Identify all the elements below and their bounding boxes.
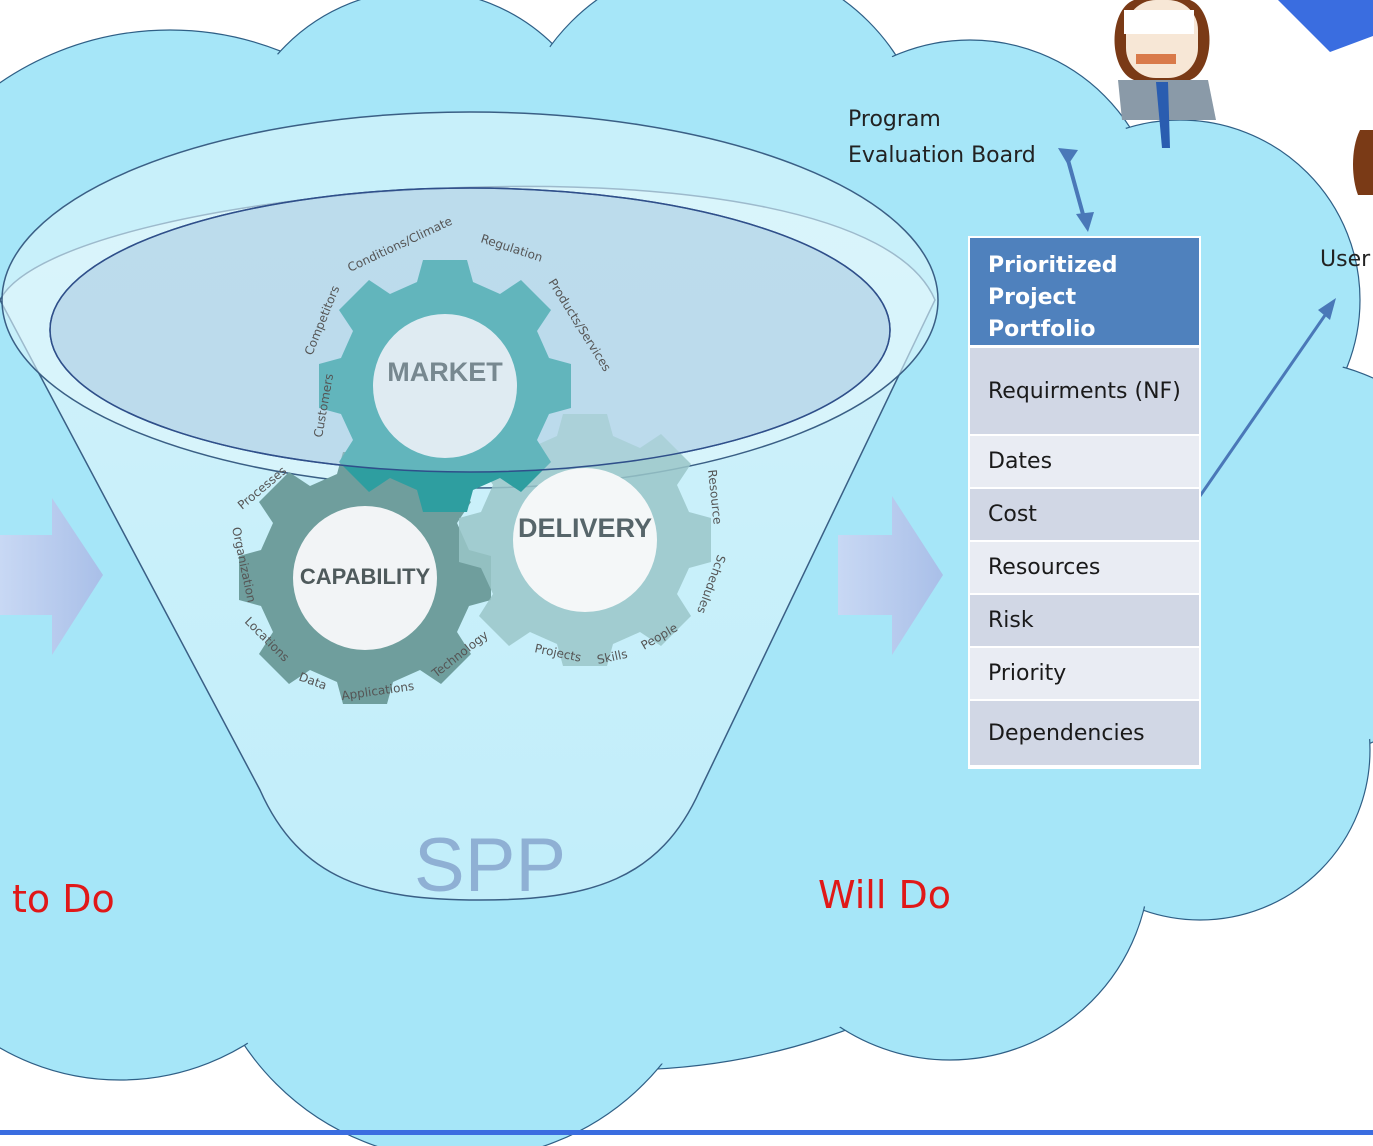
prioritized-project-portfolio-table: Prioritized Project Portfolio Requirment…	[968, 236, 1201, 769]
user-label: User	[1320, 247, 1371, 272]
person-icon	[1114, 0, 1216, 148]
person-icon	[1353, 130, 1373, 195]
portfolio-row-risk: Risk	[970, 595, 1199, 648]
corner-shape	[1278, 0, 1373, 52]
double-arrow-icon	[1058, 148, 1094, 232]
delivery-gear-title: DELIVERY	[518, 513, 652, 543]
spp-label: SPP	[414, 823, 567, 908]
capability-gear: CAPABILITY	[239, 452, 491, 704]
will-do-label: Will Do	[818, 873, 951, 917]
funnel-rim-overlay	[49, 187, 891, 473]
market-gear: MARKET	[319, 260, 571, 512]
portfolio-row-requirements: Requirments (NF)	[970, 348, 1199, 436]
program-evaluation-board-label: Program Evaluation Board	[848, 107, 1036, 168]
connector-arrow-icon	[1198, 298, 1336, 497]
capability-gear-title: CAPABILITY	[300, 564, 431, 589]
portfolio-row-dates: Dates	[970, 436, 1199, 489]
portfolio-header: Prioritized Project Portfolio	[970, 238, 1199, 348]
right-arrow-icon	[0, 498, 103, 655]
portfolio-row-dependencies: Dependencies	[970, 701, 1199, 767]
delivery-ring-resource: Resource	[705, 469, 725, 525]
bottom-divider	[0, 1130, 1373, 1135]
portfolio-title-line-1: Prioritized	[988, 253, 1118, 278]
portfolio-row-resources: Resources	[970, 542, 1199, 595]
right-arrow-icon	[838, 496, 943, 655]
market-gear-title: MARKET	[387, 357, 503, 387]
portfolio-title-line-2: Project Portfolio	[988, 285, 1096, 342]
to-do-label: to Do	[12, 877, 115, 921]
delivery-ring-skills: Skills	[596, 647, 629, 667]
portfolio-row-cost: Cost	[970, 489, 1199, 542]
portfolio-row-priority: Priority	[970, 648, 1199, 701]
